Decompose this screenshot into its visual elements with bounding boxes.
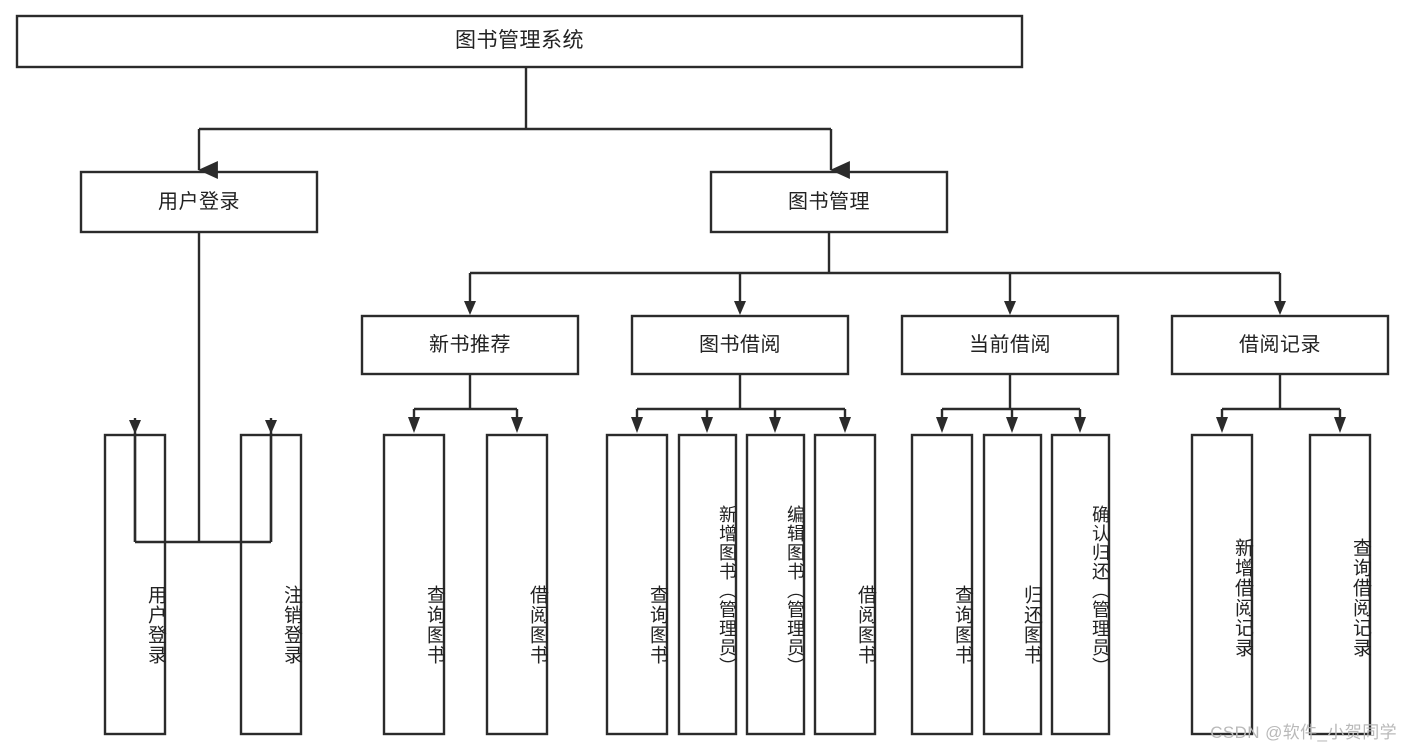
node-book-borrow[interactable] bbox=[632, 316, 848, 374]
arrow-leaf-edit-book-admin bbox=[769, 417, 781, 433]
arrow-leaf-query-book-current bbox=[936, 417, 948, 433]
arrow-leaf-add-book-admin bbox=[701, 417, 713, 433]
node-box-user-login[interactable] bbox=[79, 170, 319, 234]
node-box-leaf-confirm-return[interactable] bbox=[1050, 433, 1111, 736]
arrow-book-borrow bbox=[734, 301, 746, 315]
node-leaf-borrow-book[interactable] bbox=[815, 435, 875, 734]
arrow-leaf-query-borrow-record bbox=[1334, 417, 1346, 433]
arrow-leaf-borrow-book bbox=[839, 417, 851, 433]
node-leaf-confirm-return[interactable] bbox=[1052, 435, 1109, 734]
node-leaf-query-book-borrow[interactable] bbox=[607, 435, 667, 734]
watermark-text: CSDN @软件_小贺同学 bbox=[1210, 723, 1397, 742]
node-box-leaf-edit-book-admin[interactable] bbox=[745, 433, 806, 736]
node-box-current-borrow[interactable] bbox=[900, 314, 1120, 376]
node-root[interactable] bbox=[17, 16, 1022, 67]
node-leaf-edit-book-admin[interactable] bbox=[747, 435, 804, 734]
node-box-root[interactable] bbox=[15, 14, 1024, 69]
node-box-leaf-borrow-book-rec[interactable] bbox=[485, 433, 549, 736]
node-box-leaf-query-book-current[interactable] bbox=[910, 433, 974, 736]
node-leaf-borrow-book-rec[interactable] bbox=[487, 435, 547, 734]
node-box-leaf-borrow-book[interactable] bbox=[813, 433, 877, 736]
node-box-leaf-return-book[interactable] bbox=[982, 433, 1043, 736]
node-box-new-book-recommend[interactable] bbox=[360, 314, 580, 376]
node-leaf-user-logout[interactable] bbox=[241, 435, 301, 734]
node-leaf-add-borrow-record[interactable] bbox=[1192, 435, 1252, 734]
node-leaf-query-book-rec[interactable] bbox=[384, 435, 444, 734]
node-box-leaf-add-borrow-record[interactable] bbox=[1190, 433, 1254, 736]
arrow-leaf-query-book-borrow bbox=[631, 417, 643, 433]
arrow-leaf-confirm-return bbox=[1074, 417, 1086, 433]
node-leaf-query-borrow-record[interactable] bbox=[1310, 435, 1370, 734]
node-current-borrow[interactable] bbox=[902, 316, 1118, 374]
node-leaf-add-book-admin[interactable] bbox=[679, 435, 736, 734]
arrow-leaf-add-borrow-record bbox=[1216, 417, 1228, 433]
node-new-book-recommend[interactable] bbox=[362, 316, 578, 374]
node-box-leaf-add-book-admin[interactable] bbox=[677, 433, 738, 736]
node-box-leaf-query-book-borrow[interactable] bbox=[605, 433, 669, 736]
node-borrow-records[interactable] bbox=[1172, 316, 1388, 374]
node-leaf-return-book[interactable] bbox=[984, 435, 1041, 734]
arrow-leaf-borrow-book-rec bbox=[511, 417, 523, 433]
node-book-management[interactable] bbox=[711, 172, 947, 232]
node-user-login[interactable] bbox=[81, 172, 317, 232]
arrow-leaf-return-book bbox=[1006, 417, 1018, 433]
arrow-borrow-records bbox=[1274, 301, 1286, 315]
node-box-leaf-query-borrow-record[interactable] bbox=[1308, 433, 1372, 736]
arrow-new-book-recommend bbox=[464, 301, 476, 315]
node-leaf-user-login[interactable] bbox=[105, 435, 165, 734]
node-box-leaf-query-book-rec[interactable] bbox=[382, 433, 446, 736]
node-box-leaf-user-logout[interactable] bbox=[239, 433, 303, 736]
node-leaf-query-book-current[interactable] bbox=[912, 435, 972, 734]
arrow-current-borrow bbox=[1004, 301, 1016, 315]
arrow-leaf-query-book-rec bbox=[408, 417, 420, 433]
